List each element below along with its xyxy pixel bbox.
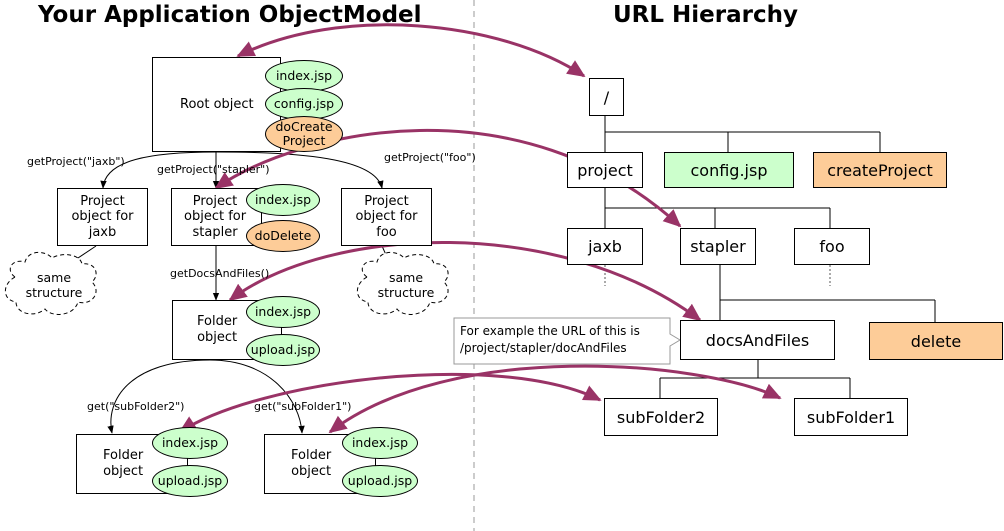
stapler-do-delete-action: doDelete <box>246 220 320 252</box>
url-node-docs-and-files: docsAndFiles <box>680 320 835 360</box>
folder-upload-view: upload.jsp <box>246 334 320 366</box>
cloud-left <box>4 252 97 315</box>
edge-label-get-stapler: getProject("stapler") <box>157 163 270 176</box>
url-node-create-project: createProject <box>813 152 947 188</box>
root-object: Root object <box>152 57 281 152</box>
url-node-stapler: stapler <box>680 228 756 265</box>
root-index-view: index.jsp <box>265 60 343 92</box>
url-node-jaxb: jaxb <box>567 228 643 265</box>
edge-label-get-jaxb: getProject("jaxb") <box>27 155 125 168</box>
root-config-view: config.jsp <box>265 88 343 120</box>
folder-index-view: index.jsp <box>246 296 320 328</box>
project-object-foo: Project object for foo <box>341 188 432 246</box>
subfolder2-upload-view: upload.jsp <box>152 465 228 497</box>
url-node-project: project <box>567 152 643 188</box>
cloud-label-right: same structure <box>377 270 435 300</box>
url-node-root: / <box>589 78 624 116</box>
edge-label-get-subfolder1: get("subFolder1") <box>254 400 352 413</box>
right-title: URL Hierarchy <box>613 2 798 28</box>
cloud-label-left: same structure <box>25 270 83 300</box>
url-node-subfolder1: subFolder1 <box>794 398 908 436</box>
subfolder1-upload-view: upload.jsp <box>342 465 418 497</box>
left-title: Your Application ObjectModel <box>38 2 422 28</box>
url-continuation-dots <box>604 265 831 286</box>
subfolder2-index-view: index.jsp <box>152 427 228 459</box>
edge-label-get-foo: getProject("foo") <box>384 151 476 164</box>
edge-label-get-subfolder2: get("subFolder2") <box>87 400 185 413</box>
stapler-index-view: index.jsp <box>246 184 320 216</box>
root-do-create-project-action: doCreate Project <box>265 116 343 152</box>
edge-label-get-docs-and-files: getDocsAndFiles() <box>170 267 270 280</box>
project-object-jaxb: Project object for jaxb <box>57 188 148 246</box>
url-node-foo: foo <box>794 228 870 265</box>
callout-text: For example the URL of this is /project/… <box>460 324 640 356</box>
url-node-config-jsp: config.jsp <box>664 152 794 188</box>
url-tree-edges <box>604 116 936 398</box>
subfolder1-index-view: index.jsp <box>342 427 418 459</box>
url-node-delete: delete <box>869 322 1003 360</box>
url-node-subfolder2: subFolder2 <box>604 398 718 436</box>
